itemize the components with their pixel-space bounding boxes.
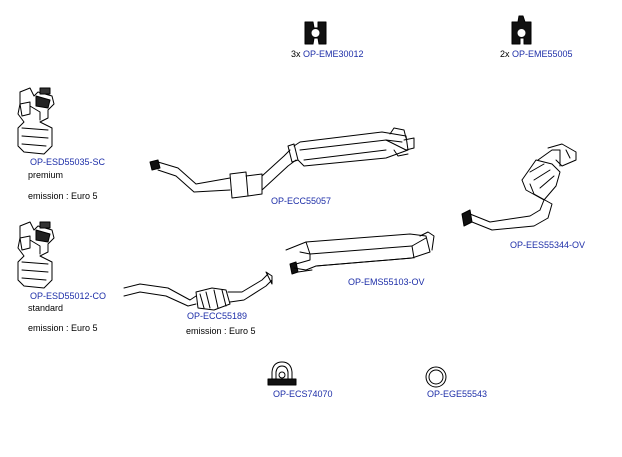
part-code-link-esd55012[interactable]: OP-ESD55012-CO bbox=[30, 291, 107, 301]
quantity-text: 2x bbox=[500, 49, 510, 59]
emission-text: emission : Euro 5 bbox=[186, 326, 256, 336]
front-pipe-catalyst-icon[interactable] bbox=[149, 127, 415, 199]
clamp-icon[interactable] bbox=[267, 361, 297, 386]
part-code-link[interactable]: OP-EME30012 bbox=[303, 49, 364, 59]
catalyst-pipe-icon[interactable] bbox=[123, 271, 273, 311]
rubber-hanger-icon[interactable] bbox=[511, 15, 532, 45]
part-code-link[interactable]: OP-EME55005 bbox=[512, 49, 573, 59]
part-label-eme55005[interactable]: 2x OP-EME55005 bbox=[500, 49, 573, 60]
part-code-link-esd55035[interactable]: OP-ESD55035-SC bbox=[30, 157, 106, 167]
part-code-link-ems55103[interactable]: OP-EMS55103-OV bbox=[348, 277, 425, 287]
emission-text: emission : Euro 5 bbox=[28, 323, 98, 333]
rear-silencer-icon[interactable] bbox=[461, 143, 577, 231]
part-code-link-ecc55189[interactable]: OP-ECC55189 bbox=[187, 311, 248, 321]
part-code-link-ecs74070[interactable]: OP-ECS74070 bbox=[273, 389, 333, 399]
middle-silencer-icon[interactable] bbox=[285, 231, 435, 275]
part-code-link-ees55344[interactable]: OP-EES55344-OV bbox=[510, 240, 586, 250]
variant-text: standard bbox=[28, 303, 64, 313]
rubber-hanger-icon[interactable] bbox=[304, 21, 327, 45]
emission-text: emission : Euro 5 bbox=[28, 191, 98, 201]
dpf-filter-icon[interactable] bbox=[17, 221, 55, 289]
quantity-text: 3x bbox=[291, 49, 301, 59]
dpf-filter-icon[interactable] bbox=[17, 87, 55, 155]
gasket-ring-icon[interactable] bbox=[425, 366, 447, 388]
part-code-link-ege55543[interactable]: OP-EGE55543 bbox=[427, 389, 488, 399]
part-code-link-ecc55057[interactable]: OP-ECC55057 bbox=[271, 196, 332, 206]
variant-text: premium bbox=[28, 170, 64, 180]
part-label-eme30012[interactable]: 3x OP-EME30012 bbox=[291, 49, 364, 60]
